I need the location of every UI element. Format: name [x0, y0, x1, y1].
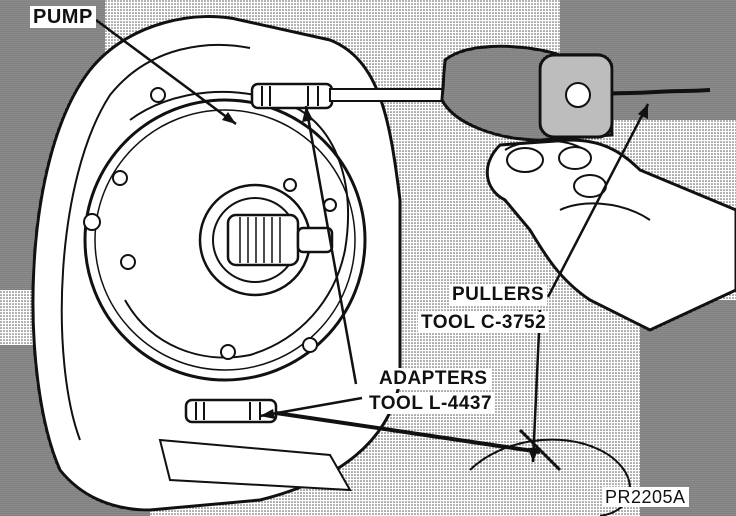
lower-puller-assembly: [184, 398, 562, 472]
adapters-tool-label: TOOL L-4437: [366, 393, 496, 414]
slide-hammer: [440, 44, 614, 142]
pullers-label: PULLERS: [449, 284, 548, 305]
pump-label: PUMP: [30, 6, 96, 28]
upper-puller-assembly: [250, 82, 711, 110]
adapters-label: ADAPTERS: [376, 368, 491, 389]
technician-hand: [485, 138, 736, 332]
pullers-tool-label: TOOL C-3752: [418, 312, 550, 333]
figure-id-label: PR2205A: [602, 487, 689, 507]
leader-lines: [95, 18, 650, 463]
input-shaft: [198, 183, 334, 297]
